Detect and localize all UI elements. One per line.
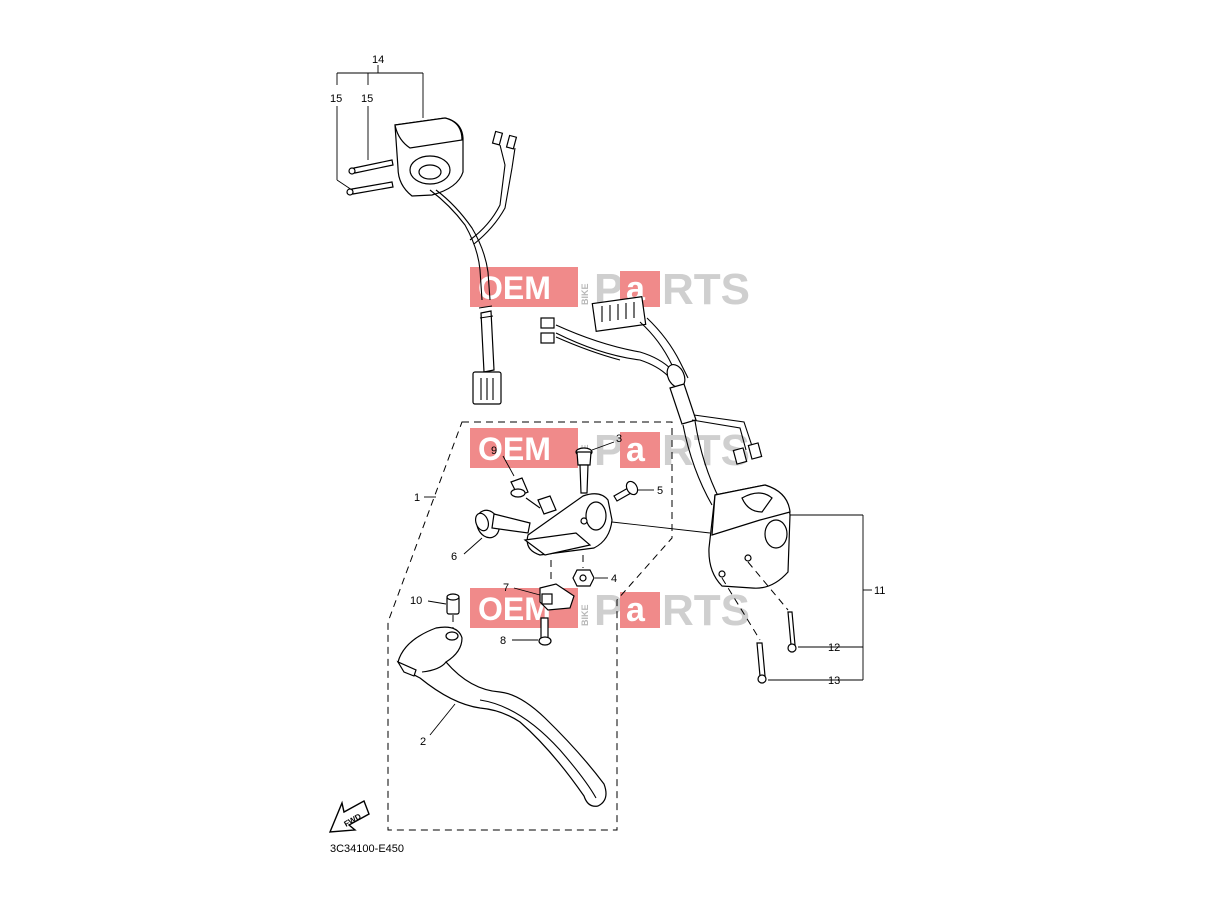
callout-15-left: 15 [330,93,342,105]
callout-9: 9 [491,445,497,457]
nut-4 [572,555,608,587]
switch-7 [513,560,575,611]
collar-10 [427,593,460,632]
callout-10: 10 [410,595,422,607]
watermark-oem-text: OEM [478,431,551,467]
watermark-a-text: a [626,431,646,469]
callout-13: 13 [828,675,840,687]
callout-6: 6 [451,551,457,563]
watermark-bottom: OEM BIKE P a RTS [470,586,750,635]
left-switch-screws [346,159,394,196]
callout-11: 11 [874,585,885,597]
watermark-rts-text: RTS [662,586,750,635]
right-handlebar-switch [708,484,791,589]
callout-5: 5 [657,485,663,497]
lever-holder [523,493,711,556]
watermark-p-text: P [594,586,623,635]
watermark-middle: OEM BIKE P a RTS [470,426,750,475]
watermark-oem-text: OEM [478,270,551,306]
callout-14-bracket [336,65,424,191]
right-switch-screws [721,561,797,684]
diagram-code: 3C34100-E450 [330,843,404,855]
callout-7: 7 [503,582,509,594]
adjuster-6 [463,509,531,555]
fwd-arrow-icon: FWD [328,800,370,833]
callout-14: 14 [372,54,384,66]
callout-12: 12 [828,642,840,654]
screw-5 [613,480,654,502]
watermark-oem-text: OEM [478,591,551,627]
right-switch-harness [540,295,763,506]
watermark-a-text: a [626,591,646,629]
left-handlebar-switch [394,117,464,197]
clutch-lever-2 [396,626,607,807]
callout-11-bracket [768,514,872,681]
watermark-p-text: P [594,426,623,475]
left-switch-wiring [429,130,518,405]
part-9 [502,455,557,515]
callout-8: 8 [500,635,506,647]
watermark-bike-text: BIKE [580,604,590,626]
watermark-bike-text: BIKE [580,283,590,305]
callout-15-right: 15 [361,93,373,105]
callout-3: 3 [616,433,622,445]
screw-8 [512,617,552,646]
lever-assembly-outline [387,421,673,831]
callout-1: 1 [414,492,420,504]
callout-4: 4 [611,573,617,585]
bolt-3 [575,441,615,494]
watermark-rts-text: RTS [662,265,750,314]
callout-2: 2 [420,736,426,748]
